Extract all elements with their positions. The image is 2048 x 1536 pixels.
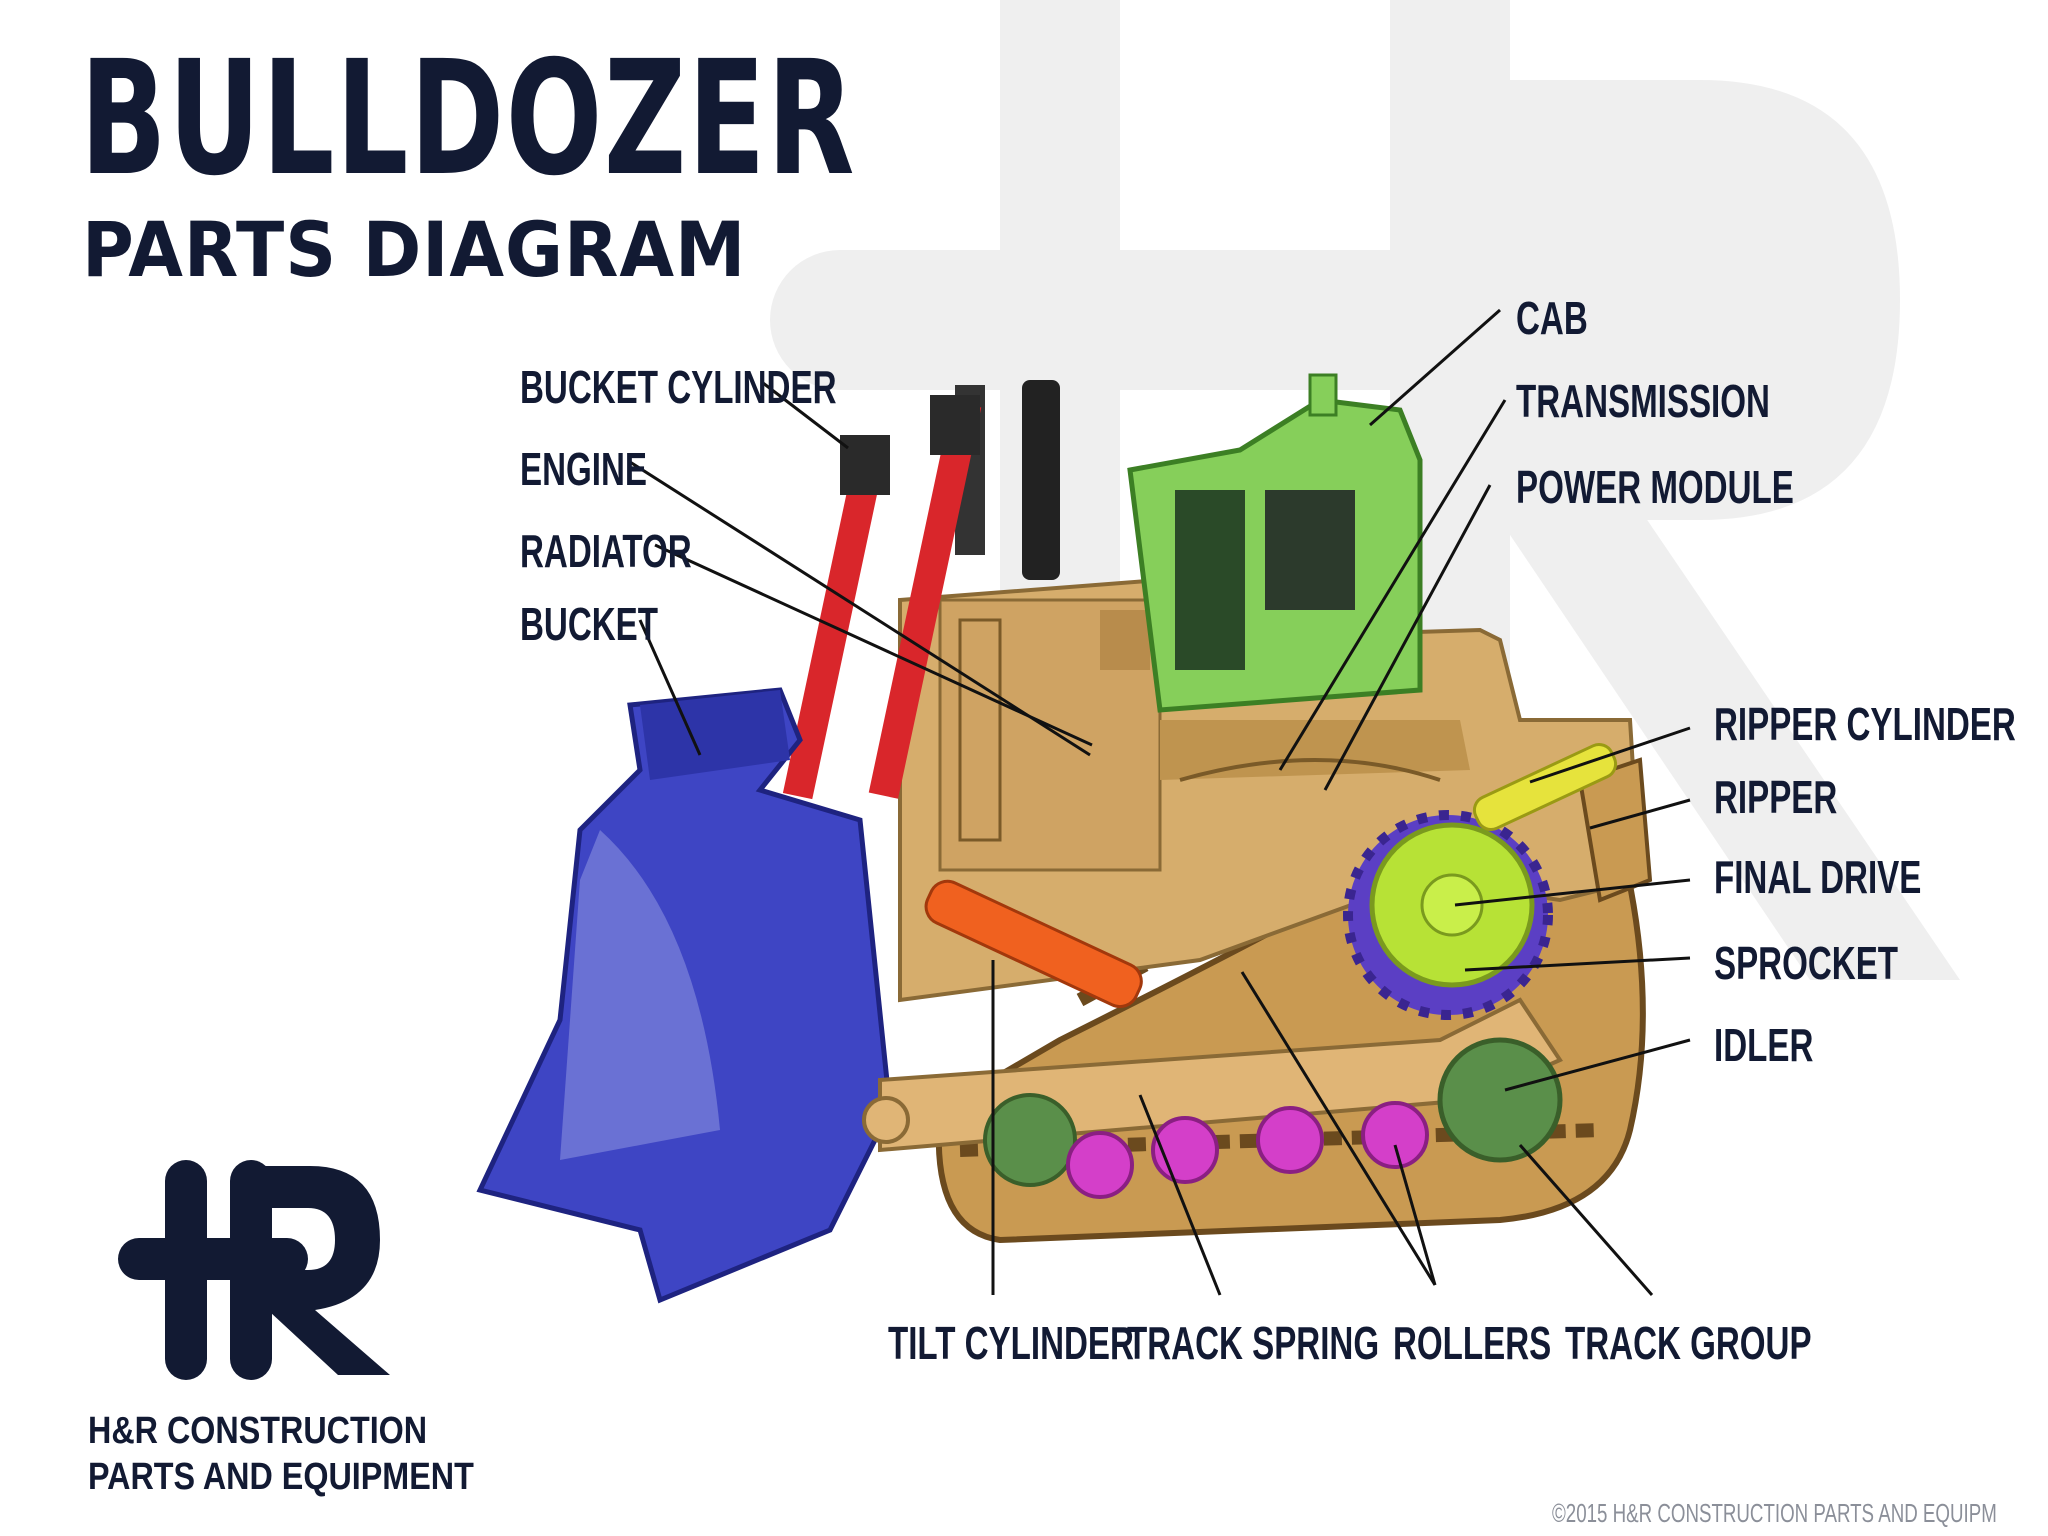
diagram-subtitle: PARTS DIAGRAM [82, 205, 747, 294]
label-track-spring: TRACK SPRING [1127, 1317, 1380, 1369]
bucket-cylinder [782, 395, 982, 800]
label-sprocket: SPROCKET [1714, 937, 1899, 989]
diagram-title: BULLDOZER [80, 27, 856, 211]
label-transmission: TRANSMISSION [1516, 375, 1770, 427]
label-ripper: RIPPER [1714, 771, 1838, 823]
company-name-line1: H&R CONSTRUCTION [88, 1410, 428, 1452]
label-bucket: BUCKET [520, 598, 659, 650]
rollers [1066, 1101, 1429, 1199]
watermark-r [1500, 80, 1960, 980]
ripper [1577, 757, 1653, 903]
label-power-module: POWER MODULE [1516, 461, 1794, 513]
label-bucket-cylinder: BUCKET CYLINDER [520, 361, 837, 413]
tilt-cylinder [924, 879, 1143, 1009]
label-final-drive: FINAL DRIVE [1714, 851, 1922, 903]
label-ripper-cylinder: RIPPER CYLINDER [1714, 698, 2016, 750]
label-engine: ENGINE [520, 443, 647, 495]
cab [1127, 373, 1423, 713]
label-tilt-cylinder: TILT CYLINDER [888, 1317, 1134, 1369]
label-rollers: ROLLERS [1393, 1317, 1552, 1369]
label-idler: IDLER [1714, 1019, 1814, 1071]
leader-lines [629, 308, 1691, 1296]
label-cab: CAB [1516, 292, 1588, 344]
watermark-bar [770, 250, 1650, 390]
company-name-line2: PARTS AND EQUIPMENT [88, 1456, 474, 1498]
company-logo [118, 1160, 390, 1380]
dozer-body [898, 577, 1643, 1003]
label-radiator: RADIATOR [520, 525, 692, 577]
idler [1437, 1037, 1563, 1163]
copyright-notice: ©2015 H&R CONSTRUCTION PARTS AND EQUIPM [1552, 1498, 1997, 1528]
power-module [1160, 720, 1470, 780]
label-track-group: TRACK GROUP [1565, 1317, 1812, 1369]
blade [476, 687, 893, 1304]
